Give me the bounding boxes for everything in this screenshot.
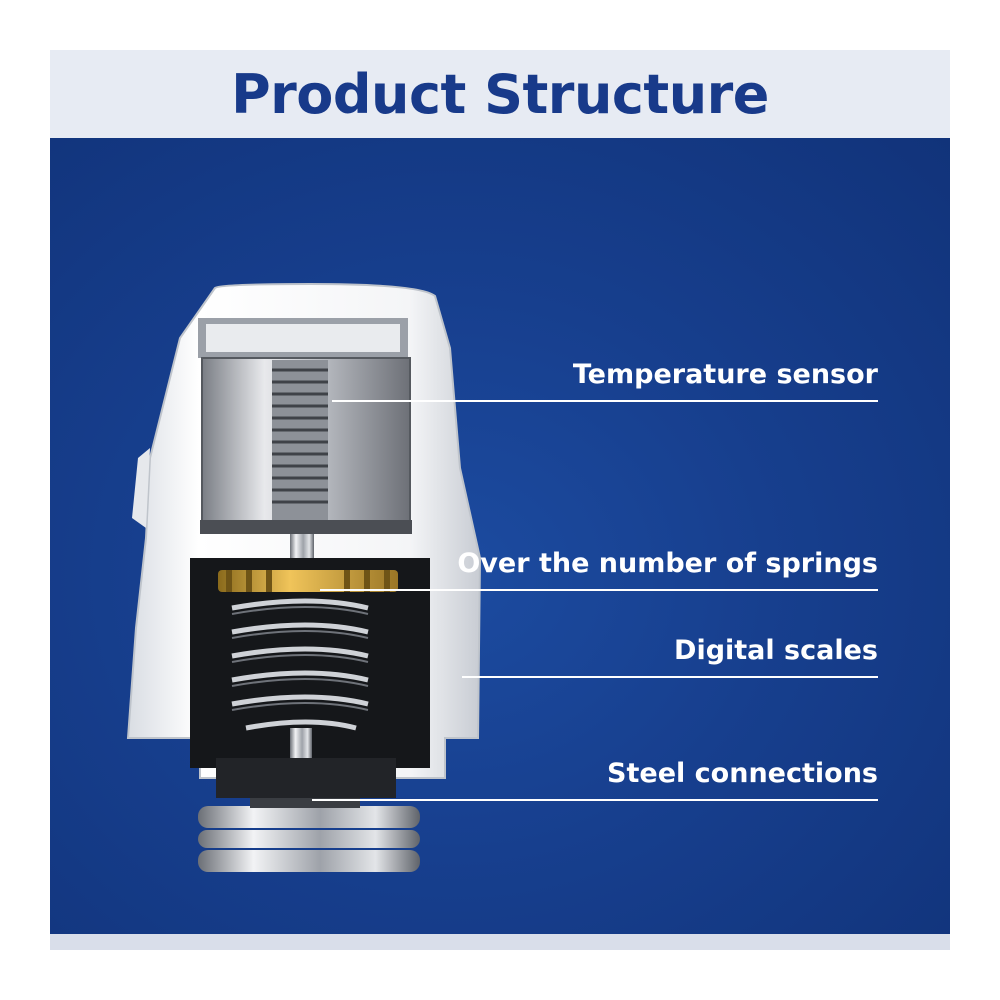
footer-strip xyxy=(50,934,950,950)
leader-line-digital-scales xyxy=(462,676,878,678)
leader-line-temperature-sensor xyxy=(332,400,878,402)
infographic: Product Structure xyxy=(50,50,950,950)
callout-digital-scales: Digital scales xyxy=(674,635,878,666)
callout-steel-connections: Steel connections xyxy=(607,758,878,789)
callout-springs: Over the number of springs xyxy=(457,548,878,579)
title-bar: Product Structure xyxy=(50,50,950,138)
product-panel: Temperature sensor Over the number of sp… xyxy=(50,138,950,934)
page-title: Product Structure xyxy=(231,62,769,126)
callout-temperature-sensor: Temperature sensor xyxy=(572,359,878,390)
leader-line-springs xyxy=(320,589,878,591)
leader-line-steel-connections xyxy=(312,799,878,801)
valve-cross-section-illustration xyxy=(126,282,482,872)
